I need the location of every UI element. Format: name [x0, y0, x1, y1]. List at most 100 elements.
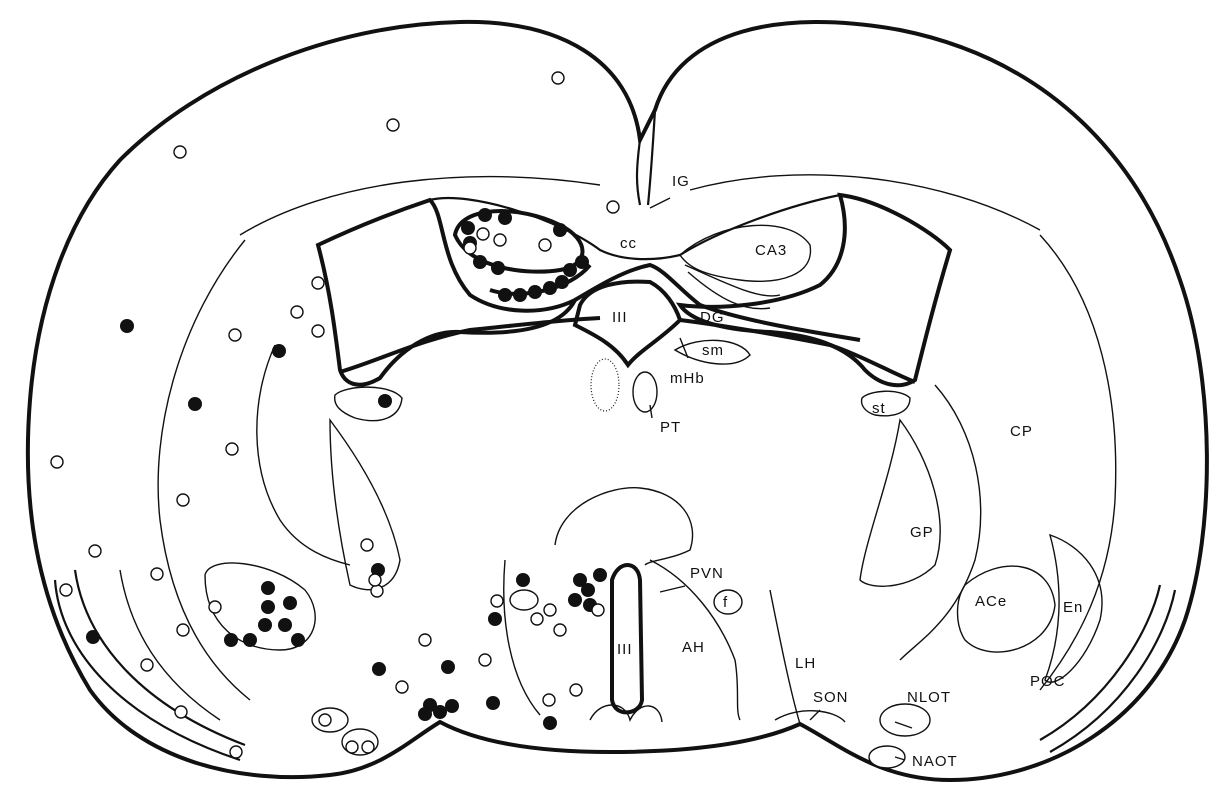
- open-cell-marker: [387, 119, 399, 131]
- filled-cell-marker: [291, 633, 305, 647]
- filled-cell-marker: [445, 699, 459, 713]
- filled-cell-marker: [581, 583, 595, 597]
- left-striatum-line: [257, 345, 350, 565]
- label-dg: DG: [700, 309, 725, 326]
- label-cp: CP: [1010, 423, 1033, 440]
- st-body: [862, 391, 910, 416]
- open-cell-marker: [592, 604, 604, 616]
- filled-cell-marker: [188, 397, 202, 411]
- open-cell-marker: [229, 329, 241, 341]
- open-cell-marker: [319, 714, 331, 726]
- open-cell-marker: [479, 654, 491, 666]
- open-cell-marker: [89, 545, 101, 557]
- filled-cell-marker: [478, 208, 492, 222]
- label-naot: NAOT: [912, 753, 958, 770]
- open-cell-marker: [494, 234, 506, 246]
- filled-cell-marker: [513, 288, 527, 302]
- filled-cell-marker: [528, 285, 542, 299]
- open-cell-marker: [554, 624, 566, 636]
- open-cell-marker: [226, 443, 238, 455]
- label-pvn: PVN: [690, 565, 724, 582]
- label-f: f: [723, 594, 728, 611]
- label-son: SON: [813, 689, 849, 706]
- filled-cell-marker: [243, 633, 257, 647]
- label-en: En: [1063, 599, 1083, 616]
- filled-cell-marker: [86, 630, 100, 644]
- filled-cell-marker: [372, 662, 386, 676]
- open-cell-marker: [419, 634, 431, 646]
- label-sm: sm: [702, 342, 724, 359]
- filled-cell-marker: [498, 288, 512, 302]
- son-line: [775, 711, 845, 722]
- open-cell-marker: [539, 239, 551, 251]
- open-cell-marker: [312, 325, 324, 337]
- label-poc: POC: [1030, 673, 1066, 690]
- pvn-mushroom: [555, 488, 693, 565]
- filled-cell-marker: [272, 344, 286, 358]
- open-cell-marker: [177, 494, 189, 506]
- filled-cell-marker: [378, 394, 392, 408]
- naot-body: [869, 746, 905, 768]
- filled-cell-marker: [261, 600, 275, 614]
- filled-cell-marker: [441, 660, 455, 674]
- nlot-body: [880, 704, 930, 736]
- leader-lines: [650, 198, 912, 760]
- open-cell-marker: [141, 659, 153, 671]
- open-cell-marker: [464, 242, 476, 254]
- cortex-inner-line-2: [158, 235, 1116, 700]
- filled-cell-marker: [488, 612, 502, 626]
- open-cell-marker: [174, 146, 186, 158]
- open-cell-marker: [175, 706, 187, 718]
- filled-cell-markers: [86, 208, 607, 730]
- label-cc: cc: [620, 235, 637, 252]
- ventricle-floor: [340, 318, 915, 382]
- open-cell-marker: [362, 741, 374, 753]
- label-ca3: CA3: [755, 242, 787, 259]
- label-st: st: [872, 400, 886, 417]
- filled-cell-marker: [491, 261, 505, 275]
- open-cell-marker: [151, 568, 163, 580]
- open-cell-marker: [361, 539, 373, 551]
- filled-cell-marker: [461, 221, 475, 235]
- filled-cell-marker: [543, 281, 557, 295]
- open-cell-marker: [209, 601, 221, 613]
- filled-cell-marker: [473, 255, 487, 269]
- filled-cell-marker: [224, 633, 238, 647]
- filled-cell-marker: [563, 263, 577, 277]
- open-cell-marker: [60, 584, 72, 596]
- brain-outline: [28, 22, 1207, 780]
- filled-cell-marker: [593, 568, 607, 582]
- label-ig: IG: [672, 173, 690, 190]
- left-st-body: [335, 387, 402, 421]
- open-cell-marker: [369, 574, 381, 586]
- open-cell-marker: [607, 201, 619, 213]
- filled-cell-marker: [543, 716, 557, 730]
- label-ah: AH: [682, 639, 705, 656]
- left-gp-region: [330, 420, 400, 590]
- filled-cell-marker: [418, 707, 432, 721]
- open-cell-marker: [230, 746, 242, 758]
- filled-cell-marker: [258, 618, 272, 632]
- open-cell-marker: [544, 604, 556, 616]
- filled-cell-marker: [555, 275, 569, 289]
- filled-cell-marker: [261, 581, 275, 595]
- filled-cell-marker: [120, 319, 134, 333]
- third-ventricle-bottom: [612, 565, 642, 712]
- open-cell-marker: [552, 72, 564, 84]
- filled-cell-marker: [486, 696, 500, 710]
- filled-cell-marker: [433, 705, 447, 719]
- label-gp: GP: [910, 524, 934, 541]
- open-cell-marker: [51, 456, 63, 468]
- filled-cell-marker: [516, 573, 530, 587]
- open-cell-marker: [543, 694, 555, 706]
- stippled-body: [591, 359, 619, 411]
- filled-cell-marker: [575, 255, 589, 269]
- open-cell-markers: [51, 72, 619, 758]
- left-oval-small: [510, 590, 538, 610]
- pt-body: [633, 372, 657, 412]
- open-cell-marker: [531, 613, 543, 625]
- filled-cell-marker: [278, 618, 292, 632]
- open-cell-marker: [491, 595, 503, 607]
- label-lh: LH: [795, 655, 816, 672]
